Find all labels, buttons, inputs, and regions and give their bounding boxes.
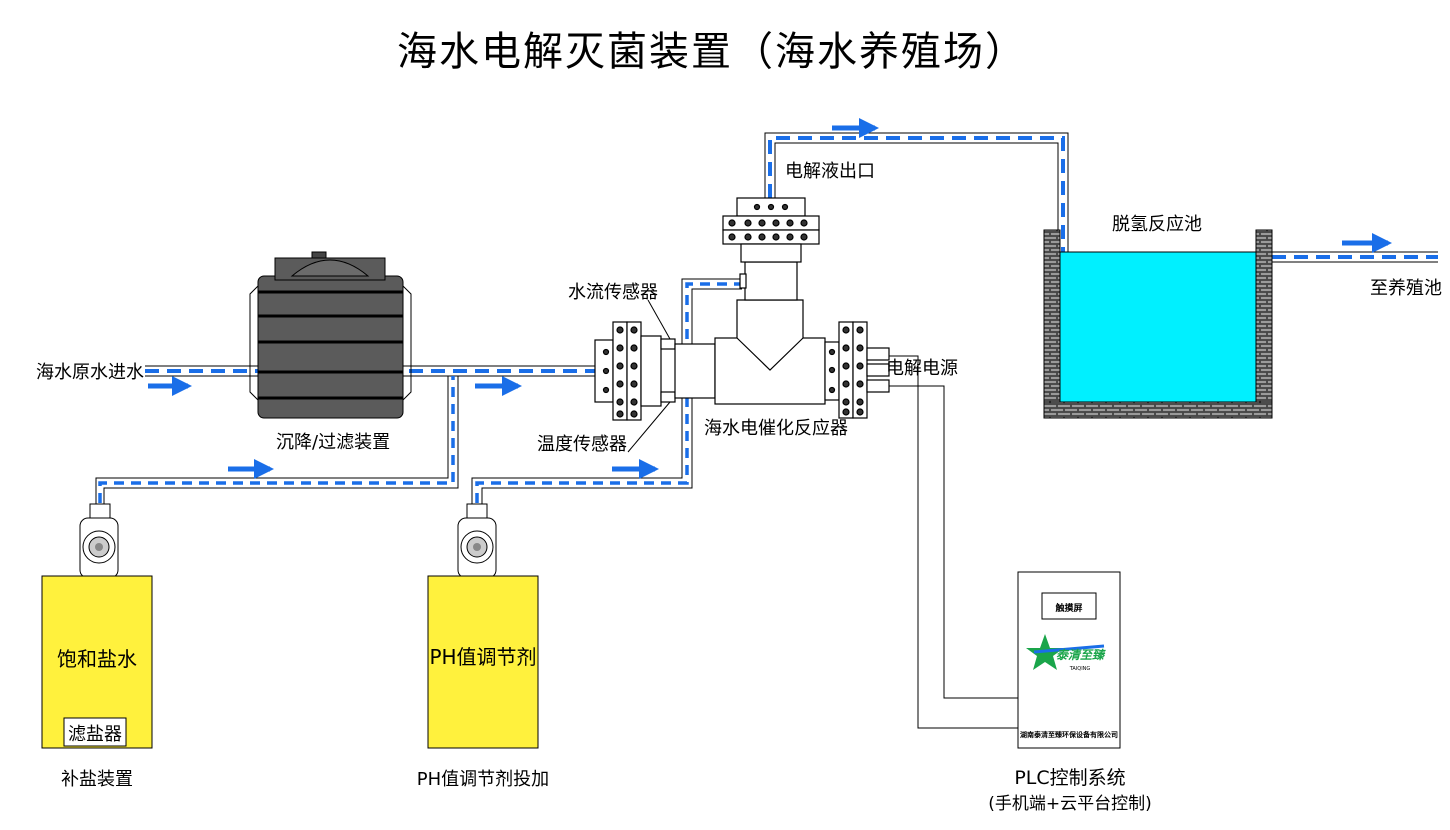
dehydrogenation-tank [1043, 229, 1273, 419]
label-plc-system: PLC控制系统 [1014, 767, 1125, 789]
pipe-network [95, 132, 1438, 520]
label-ph-dosing: PH值调节剂投加 [417, 769, 549, 790]
pipe-to-farm [1272, 251, 1438, 263]
ph-dosing-unit [427, 503, 539, 749]
catalytic-reactor [594, 197, 890, 421]
label-to-farm-pond: 至养殖池 [1370, 277, 1442, 299]
plc-cabinet [1017, 571, 1121, 749]
sensor-leaders [627, 299, 671, 453]
diagram-title: 海水电解灭菌装置（海水养殖场） [397, 29, 1027, 75]
salt-supply-unit [41, 503, 153, 749]
metering-pump [457, 503, 497, 589]
label-settling-filter: 沉降/过滤装置 [276, 432, 390, 453]
label-electrolyte-outlet: 电解液出口 [785, 161, 875, 182]
pipe-ph-dosing [471, 278, 742, 520]
label-power-supply: 电解电源 [886, 358, 958, 379]
label-temperature-sensor: 温度传感器 [537, 434, 627, 455]
label-touch-screen: 触摸屏 [1054, 602, 1082, 614]
label-brand-logo-sub: TAIQING [1069, 666, 1091, 672]
label-reactor: 海水电催化反应器 [704, 418, 848, 439]
label-brand-logo: 泰清至臻 [1056, 648, 1106, 662]
label-salt-filter: 滤盐器 [68, 724, 122, 745]
label-flow-sensor: 水流传感器 [568, 282, 658, 303]
label-company-name: 湖南泰清至臻环保设备有限公司 [1020, 730, 1118, 739]
pipe-electrolyte-outlet [764, 132, 1069, 252]
metering-pump [79, 503, 119, 589]
labels: 海水原水进水 沉降/过滤装置 水流传感器 温度传感器 电解液出口 海水电催化反应… [36, 161, 1442, 814]
label-raw-water-inlet: 海水原水进水 [36, 362, 144, 383]
label-ph-regulator: PH值调节剂 [429, 645, 536, 669]
flow-arrows [148, 118, 1392, 479]
label-saturated-brine: 饱和盐水 [57, 647, 137, 671]
label-salt-supply-device: 补盐装置 [61, 769, 133, 790]
settling-filter-tank [249, 251, 412, 419]
power-cables [889, 355, 1018, 729]
label-dehydrogenation-tank: 脱氢反应池 [1112, 214, 1202, 235]
label-plc-note: (手机端+云平台控制) [988, 794, 1152, 814]
